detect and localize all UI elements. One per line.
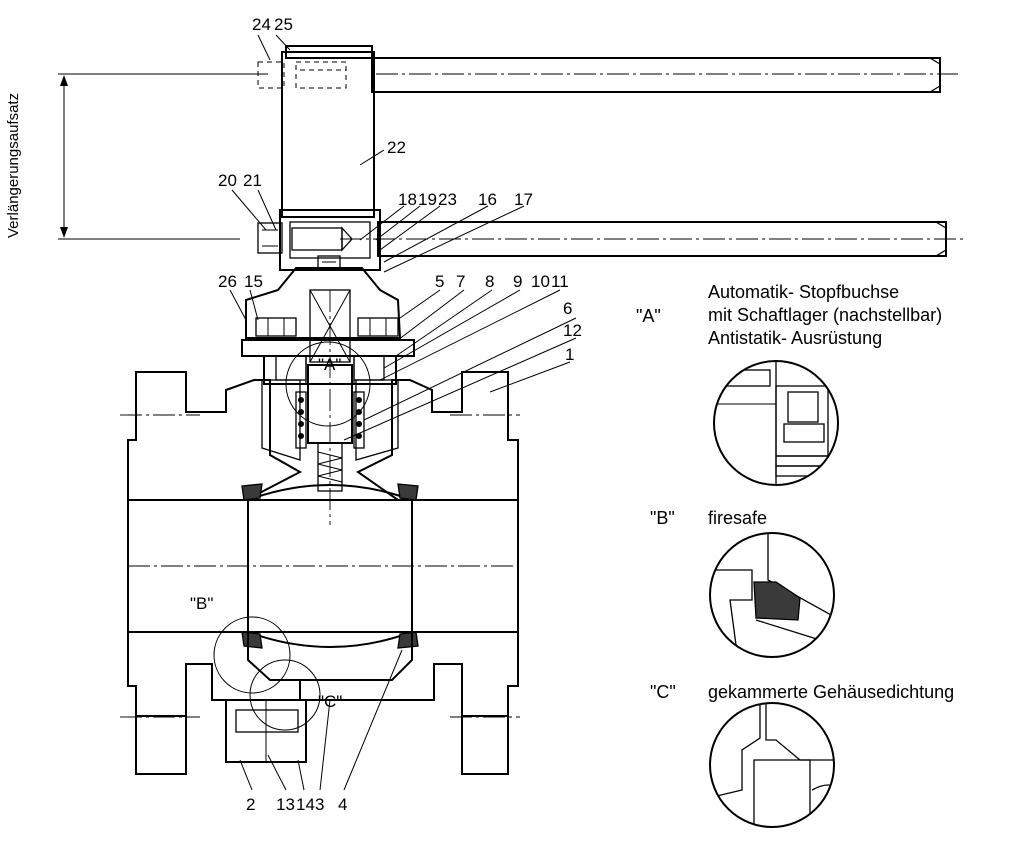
part-number: 8 (485, 272, 494, 291)
part-number: 24 (252, 15, 271, 34)
part-number: 17 (514, 190, 533, 209)
part-number: 9 (513, 272, 522, 291)
callout-A: "A" (318, 355, 341, 374)
part-number: 4 (338, 795, 347, 814)
part-number: 13 (276, 795, 295, 814)
detail-A-tag: "A" (636, 306, 661, 326)
part-number-labels: 24 25 22 20 21 18 19 23 16 17 26 15 5 7 … (218, 15, 582, 814)
detail-B-tag: "B" (650, 508, 675, 528)
part-number: 23 (438, 190, 457, 209)
part-number: 22 (387, 138, 406, 157)
extension-piece (257, 45, 958, 218)
bonnet (245, 267, 402, 363)
part-number: 25 (274, 15, 293, 34)
part-number: 26 (218, 272, 237, 291)
part-number: 10 (531, 272, 550, 291)
part-number: 18 (398, 190, 417, 209)
detail-A-line3: Antistatik- Ausrüstung (708, 328, 882, 348)
part-number: 16 (478, 190, 497, 209)
detail-A-line2: mit Schaftlager (nachstellbar) (708, 305, 942, 325)
leader-lines (229, 34, 577, 791)
part-number: 1 (565, 345, 574, 364)
lever-assembly (257, 209, 965, 271)
part-number: 2 (246, 795, 255, 814)
part-number: 19 (418, 190, 437, 209)
part-number: 15 (244, 272, 263, 291)
valve-body (120, 290, 520, 775)
detail-markers (213, 341, 371, 731)
callout-B: "B" (190, 594, 213, 613)
dimension-label: Verlängerungsaufsatz (5, 93, 22, 238)
part-number: 14 (296, 795, 315, 814)
extension-dimension (58, 73, 268, 240)
part-number: 3 (315, 795, 324, 814)
detail-B-view (709, 532, 835, 658)
part-number: 6 (563, 299, 572, 318)
part-number: 7 (456, 272, 465, 291)
disc-springs (295, 391, 365, 449)
detail-legends: "A" Automatik- Stopfbuchse mit Schaftlag… (636, 282, 954, 702)
part-number: 12 (563, 321, 582, 340)
part-number: 21 (243, 171, 262, 190)
detail-B-line1: firesafe (708, 508, 767, 528)
part-number: 20 (218, 171, 237, 190)
part-number: 5 (435, 272, 444, 291)
detail-C-line1: gekammerte Gehäusedichtung (708, 682, 954, 702)
detail-C-view (709, 702, 835, 828)
callout-labels: "A" "B" "C" (190, 355, 342, 711)
detail-A-line1: Automatik- Stopfbuchse (708, 282, 899, 302)
detail-A-view (713, 360, 839, 486)
part-number: 11 (551, 272, 569, 291)
callout-C: "C" (318, 692, 342, 711)
detail-C-tag: "C" (650, 682, 676, 702)
